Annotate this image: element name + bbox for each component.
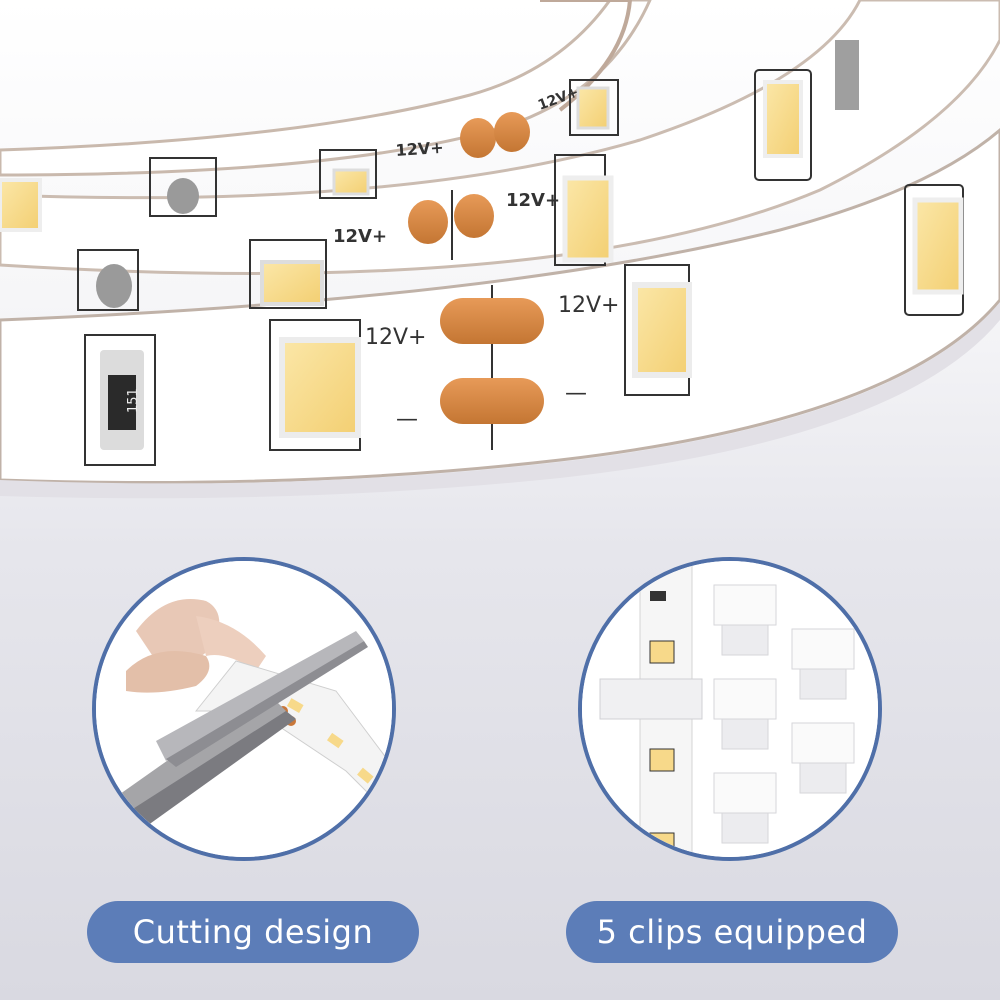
- clips-image: [578, 557, 882, 861]
- back-strip-details: [149, 40, 859, 217]
- marking-12v-front-2: 12V+: [558, 293, 619, 318]
- marking-minus-front-1: —: [396, 407, 418, 432]
- middle-strip-details: [0, 154, 964, 316]
- front-strip-details: [84, 264, 692, 466]
- marking-12v-back-1: 12V+: [395, 138, 444, 160]
- cutting-design-image: [92, 557, 396, 861]
- cutting-design-label: Cutting design: [87, 901, 419, 963]
- marking-minus-front-2: —: [565, 381, 587, 406]
- marking-12v-middle-1: 12V+: [333, 226, 387, 247]
- led-strip-hero-image: 12V+ 12V+ 12V+ 12V+ 12V+ 12V+ — — 151: [0, 0, 1000, 499]
- scissors-icon: [96, 561, 392, 857]
- clip-icon: [582, 561, 878, 857]
- clips-equipped-label: 5 clips equipped: [566, 901, 898, 963]
- marking-12v-front-1: 12V+: [365, 325, 426, 350]
- resistor-code: 151: [126, 388, 141, 413]
- marking-12v-middle-2: 12V+: [506, 190, 560, 211]
